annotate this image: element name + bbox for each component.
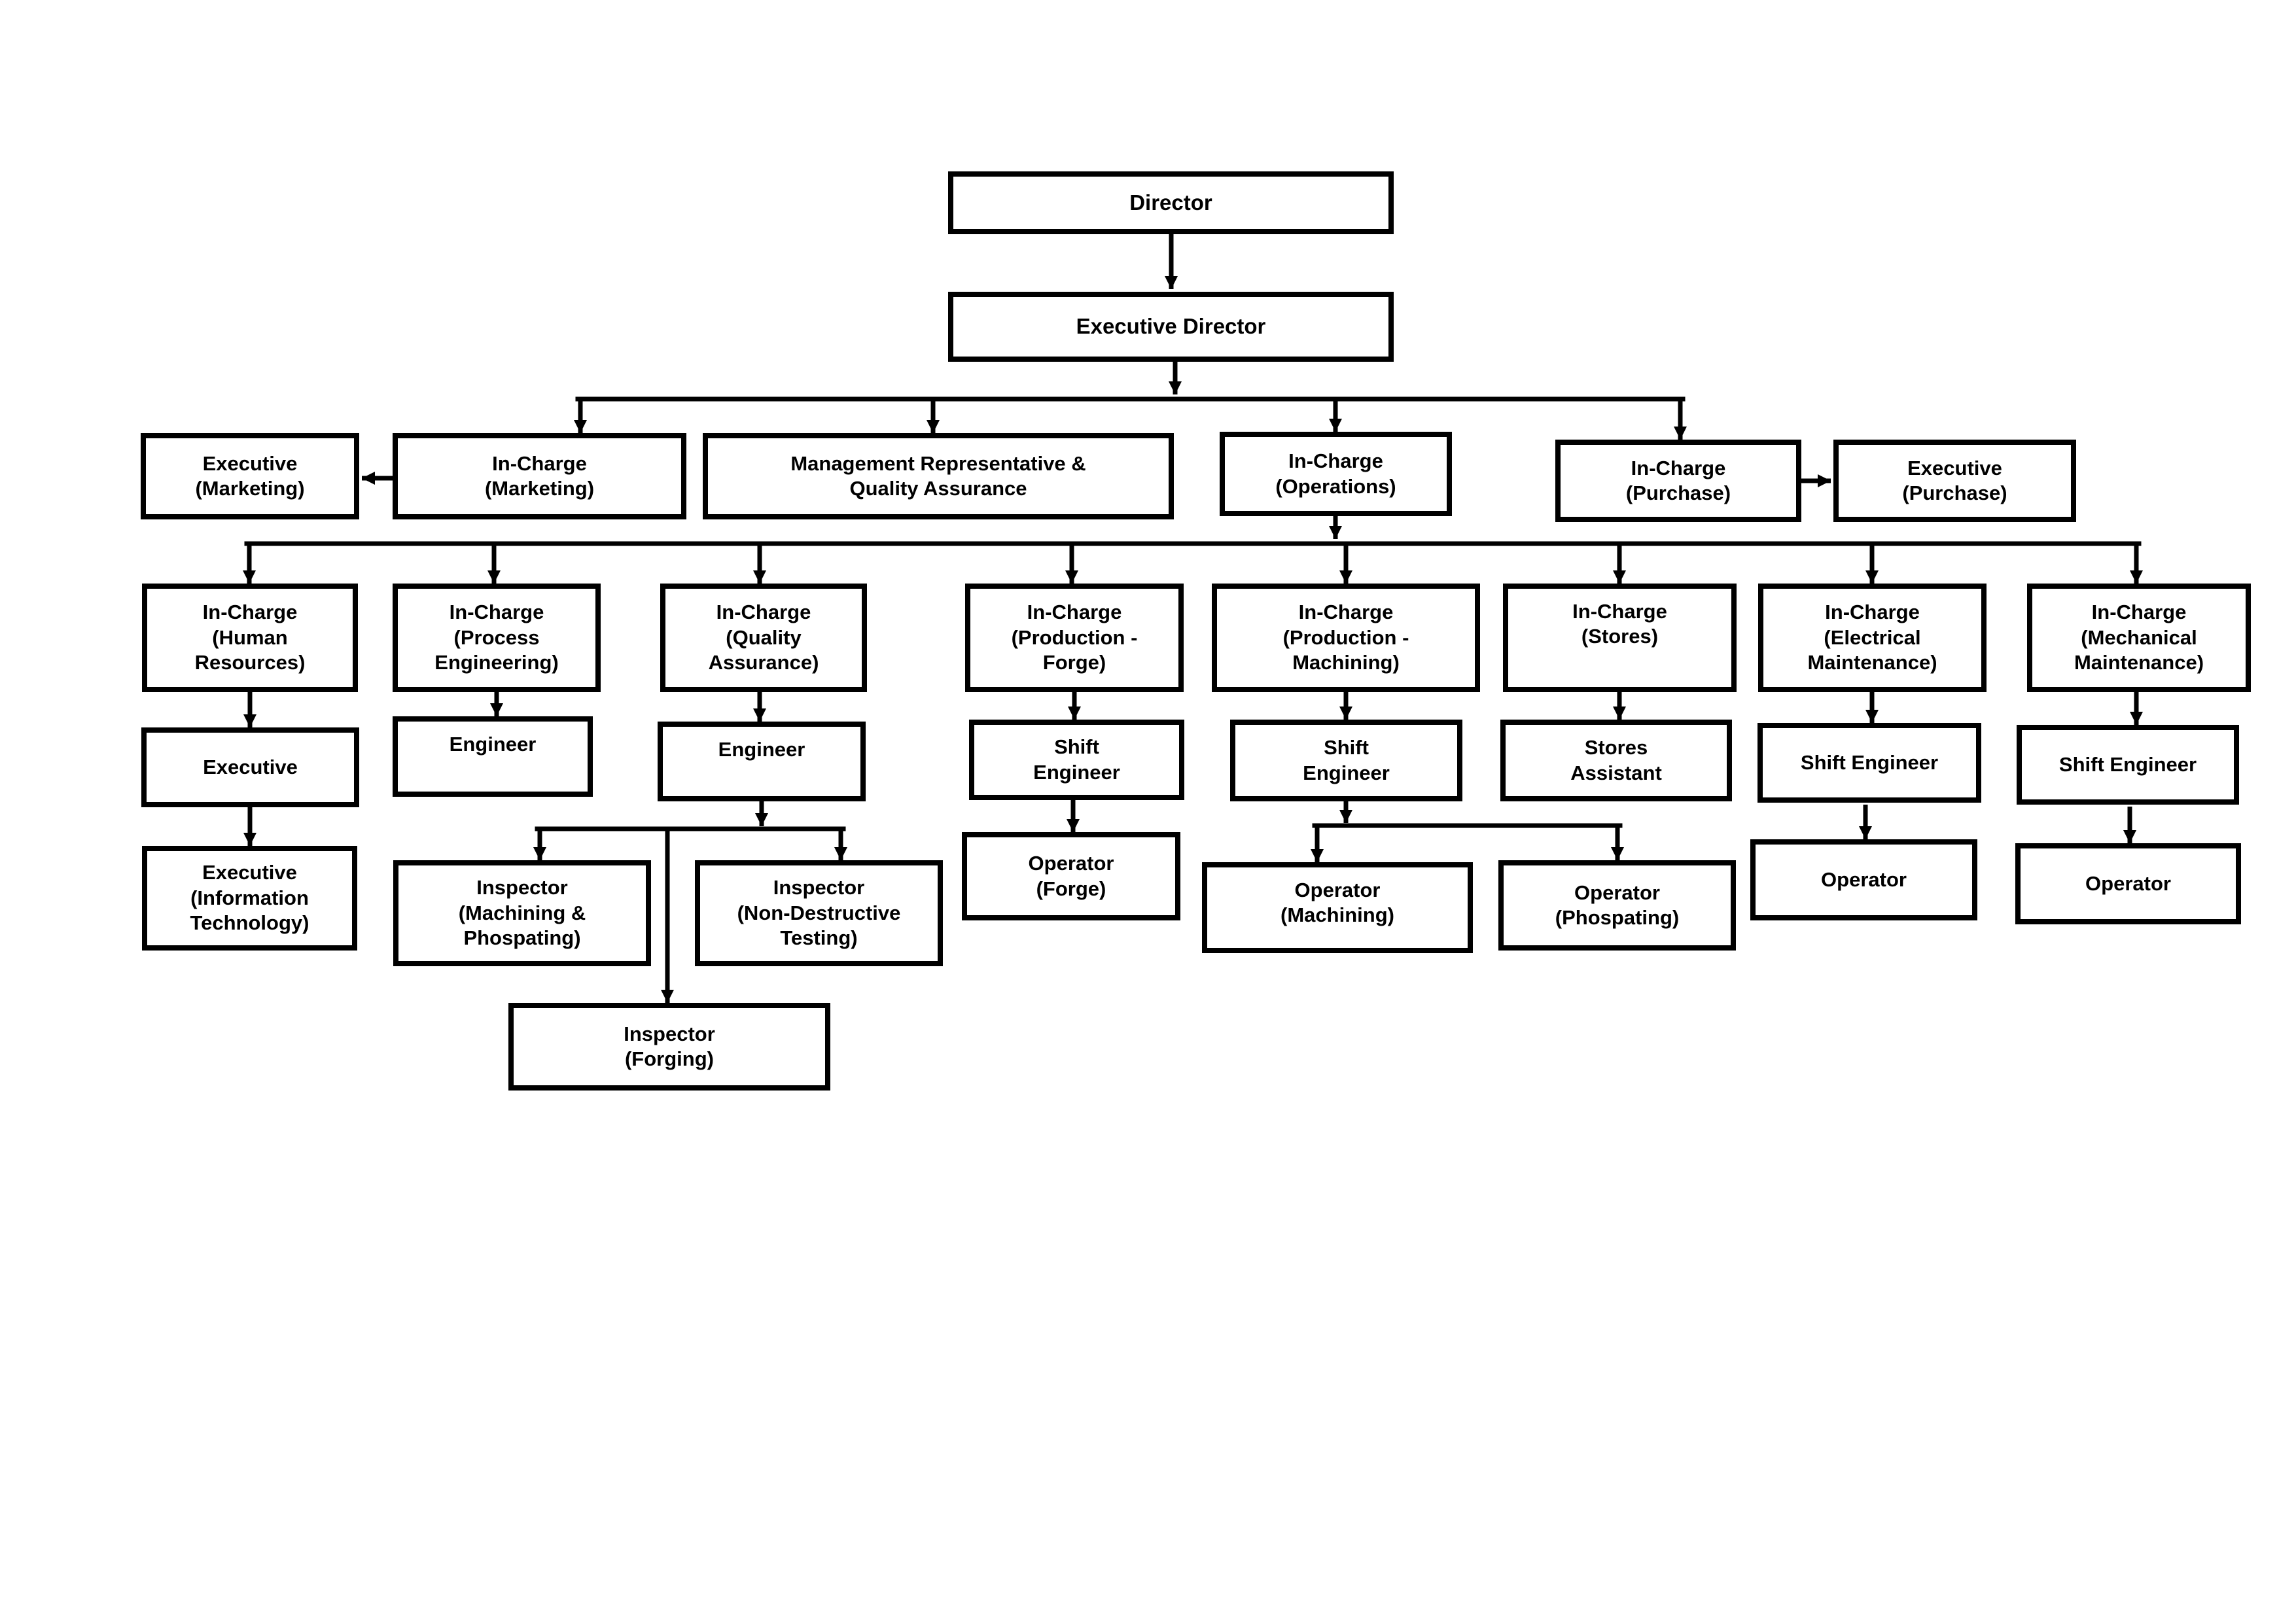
node-executive-marketing: Executive (Marketing) [141,433,359,519]
node-shift-engineer-mechanical: Shift Engineer [2017,725,2239,805]
node-executive-purchase: Executive (Purchase) [1833,440,2076,522]
node-incharge-marketing: In-Charge (Marketing) [393,433,686,519]
node-shift-engineer-electrical: Shift Engineer [1757,723,1981,803]
node-incharge-hr: In-Charge (Human Resources) [142,584,358,692]
node-incharge-operations: In-Charge (Operations) [1220,432,1452,516]
node-operator-electrical: Operator [1750,839,1977,920]
node-engineer-process: Engineer [393,716,593,797]
node-operator-forge: Operator (Forge) [962,832,1180,920]
node-shift-engineer-forge: Shift Engineer [969,720,1184,800]
node-inspector-ndt: Inspector (Non-Destructive Testing) [695,860,943,966]
node-incharge-prod-forge: In-Charge (Production - Forge) [965,584,1184,692]
node-operator-machining: Operator (Machining) [1202,862,1473,953]
node-incharge-electrical: In-Charge (Electrical Maintenance) [1758,584,1987,692]
node-stores-assistant: Stores Assistant [1500,720,1732,801]
node-inspector-machining-phospating: Inspector (Machining & Phospating) [393,860,651,966]
node-engineer-qa: Engineer [658,722,866,801]
node-operator-phospating: Operator (Phospating) [1498,860,1736,951]
node-executive-director: Executive Director [948,292,1394,362]
node-shift-engineer-machining: Shift Engineer [1230,720,1462,801]
node-incharge-prod-machining: In-Charge (Production - Machining) [1212,584,1480,692]
node-incharge-qa: In-Charge (Quality Assurance) [660,584,867,692]
node-inspector-forging: Inspector (Forging) [508,1003,830,1091]
node-incharge-process: In-Charge (Process Engineering) [393,584,601,692]
node-director: Director [948,171,1394,234]
node-management-rep-qa: Management Representative & Quality Assu… [703,433,1174,519]
node-executive-it: Executive (Information Technology) [142,846,357,951]
node-operator-mechanical: Operator [2015,843,2241,924]
node-executive-hr: Executive [141,727,359,807]
node-incharge-mechanical: In-Charge (Mechanical Maintenance) [2027,584,2251,692]
node-incharge-stores: In-Charge (Stores) [1503,584,1737,692]
node-incharge-purchase: In-Charge (Purchase) [1555,440,1801,522]
